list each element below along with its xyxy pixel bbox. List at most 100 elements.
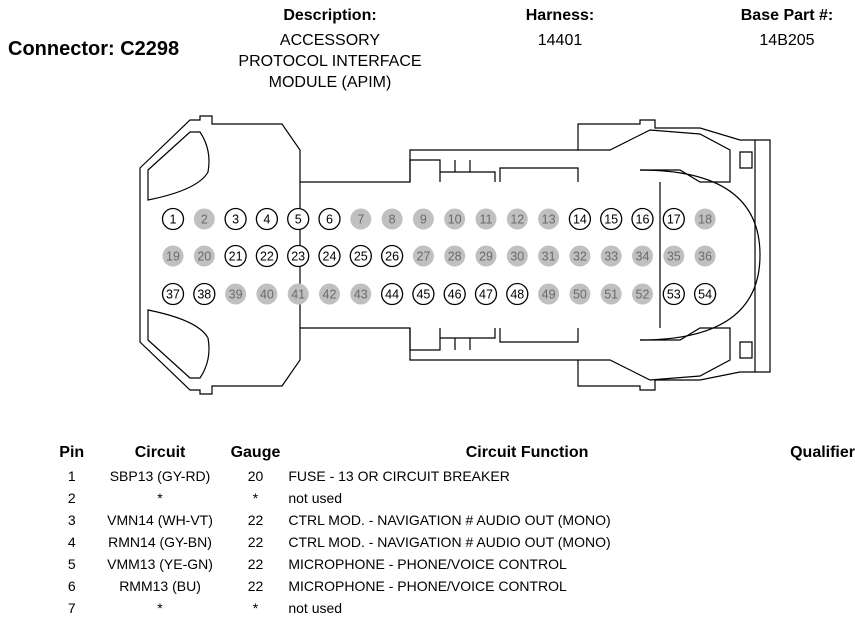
description-line-3: MODULE (APIM) [268, 74, 392, 91]
cell-circuit: * [157, 490, 163, 506]
pin-number: 49 [542, 288, 556, 302]
pin-number: 21 [229, 250, 243, 264]
pin-49: 49 [538, 283, 560, 305]
pin-22: 22 [255, 244, 279, 268]
pin-39: 39 [225, 283, 247, 305]
pin-circle [349, 244, 372, 268]
pin-51: 51 [600, 283, 622, 305]
pin-4: 4 [255, 207, 279, 231]
pin-7: 7 [350, 208, 372, 230]
pin-number: 34 [636, 250, 650, 264]
pin-37: 37 [161, 282, 185, 306]
pin-5: 5 [287, 207, 310, 231]
pin-15: 15 [600, 207, 623, 231]
pin-number: 35 [667, 250, 681, 264]
pin-13: 13 [538, 208, 560, 230]
pin-6: 6 [318, 207, 341, 231]
cell-function: not used [288, 600, 343, 616]
pin-14: 14 [568, 207, 592, 231]
pin-number: 12 [510, 213, 524, 227]
cell-pin: 5 [67, 556, 76, 572]
base-part-label: Base Part #: [740, 7, 834, 24]
pin-circle [380, 244, 404, 268]
pin-number: 14 [573, 213, 587, 227]
connector-title: Connector: C2298 [8, 38, 180, 60]
cell-function: MICROPHONE - PHONE/VOICE CONTROL [288, 556, 567, 572]
header-pin: Pin [59, 444, 85, 461]
pin-number: 13 [542, 213, 556, 227]
pin-circle [287, 283, 309, 305]
pin-circle [600, 207, 623, 231]
cell-qualifier [766, 509, 855, 531]
pin-number: 11 [480, 213, 493, 227]
cell-gauge: * [252, 600, 259, 616]
pin-53: 53 [662, 282, 685, 306]
cell-qualifier [766, 553, 855, 575]
pin-circle [287, 207, 310, 231]
pin-number: 32 [573, 250, 587, 264]
cell-gauge: * [252, 490, 259, 506]
harness-label: Harness: [525, 7, 595, 24]
pin-circle [569, 283, 591, 305]
pin-number: 25 [354, 250, 368, 264]
pin-47: 47 [474, 282, 498, 306]
pin-number: 2 [201, 213, 208, 227]
pin-number: 7 [357, 213, 364, 227]
pin-number: 54 [698, 288, 712, 302]
table-row: 6 RMM13 (BU) 22 MICROPHONE - PHONE/VOICE… [50, 575, 855, 597]
pin-circle [256, 283, 278, 305]
pin-34: 34 [632, 245, 653, 267]
pin-number: 17 [667, 213, 681, 227]
pin-circle [632, 245, 653, 267]
pin-circle [663, 245, 685, 267]
pin-44: 44 [380, 282, 404, 306]
cell-function: CTRL MOD. - NAVIGATION # AUDIO OUT (MONO… [288, 512, 611, 528]
pin-1: 1 [161, 207, 185, 231]
pin-number: 39 [229, 288, 243, 302]
pin-29: 29 [475, 245, 497, 267]
pin-circle [412, 208, 434, 230]
table-row: 4 RMN14 (GY-BN) 22 CTRL MOD. - NAVIGATIO… [50, 531, 855, 553]
pin-52: 52 [632, 283, 653, 305]
pin-circle [380, 282, 404, 306]
pin-12: 12 [506, 208, 528, 230]
pin-19: 19 [162, 245, 184, 267]
pin-number: 45 [416, 288, 430, 302]
cell-function: FUSE - 13 OR CIRCUIT BREAKER [288, 468, 510, 484]
description-label: Description: [283, 7, 377, 24]
table-header-row: Pin Circuit Gauge Circuit Function Quali… [50, 441, 855, 465]
pin-25: 25 [349, 244, 372, 268]
pin-circle [444, 245, 466, 267]
pin-circle [694, 245, 716, 267]
pin-number: 24 [323, 250, 337, 264]
cell-function: CTRL MOD. - NAVIGATION # AUDIO OUT (MONO… [288, 534, 611, 550]
pin-11: 11 [475, 208, 497, 230]
pin-circle [161, 282, 185, 306]
pin-circle [224, 244, 247, 268]
cell-pin: 7 [67, 600, 76, 616]
pin-number: 26 [385, 250, 399, 264]
pin-number: 48 [510, 288, 524, 302]
pin-45: 45 [412, 282, 435, 306]
cell-pin: 2 [67, 490, 76, 506]
pin-circle [225, 283, 247, 305]
pin-circle [506, 208, 528, 230]
cell-pin: 6 [67, 578, 76, 594]
pin-circle [569, 245, 591, 267]
cell-circuit: VMM13 (YE-GN) [107, 556, 213, 572]
pin-circle [255, 244, 279, 268]
cell-qualifier [766, 575, 855, 597]
pin-circle [162, 245, 184, 267]
pin-number: 50 [573, 288, 587, 302]
description-line-2: PROTOCOL INTERFACE [238, 53, 422, 70]
pin-number: 20 [197, 250, 211, 264]
pin-16: 16 [631, 207, 654, 231]
pin-number: 29 [479, 250, 493, 264]
pin-number: 23 [291, 250, 305, 264]
cell-qualifier [766, 465, 855, 487]
cell-function: not used [288, 490, 343, 506]
pin-circle [538, 245, 560, 267]
pin-number: 9 [420, 213, 427, 227]
pin-circle [444, 208, 466, 230]
